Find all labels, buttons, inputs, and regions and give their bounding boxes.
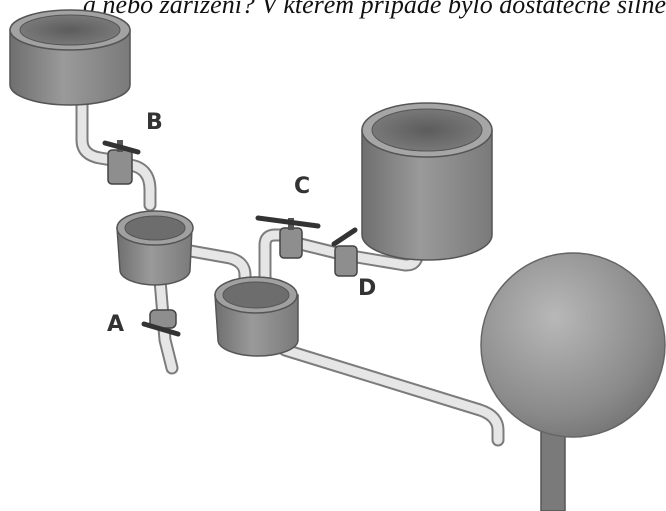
valve-a	[141, 309, 181, 337]
big-tank	[361, 102, 493, 261]
valve-label-d: D	[358, 276, 377, 301]
valve-label-a: A	[107, 312, 125, 337]
valve-c	[255, 215, 321, 259]
valve-b	[102, 140, 141, 185]
valve-label-c: C	[294, 174, 311, 199]
top-left-tank	[9, 9, 131, 106]
lower-tank	[214, 276, 299, 357]
middle-tank	[116, 210, 194, 286]
caption-text: a nebo zařízení? V kterém případě bylo d…	[83, 0, 666, 19]
sphere-vessel	[480, 252, 666, 511]
valve-d	[331, 227, 358, 277]
valve-label-b: B	[146, 110, 163, 135]
